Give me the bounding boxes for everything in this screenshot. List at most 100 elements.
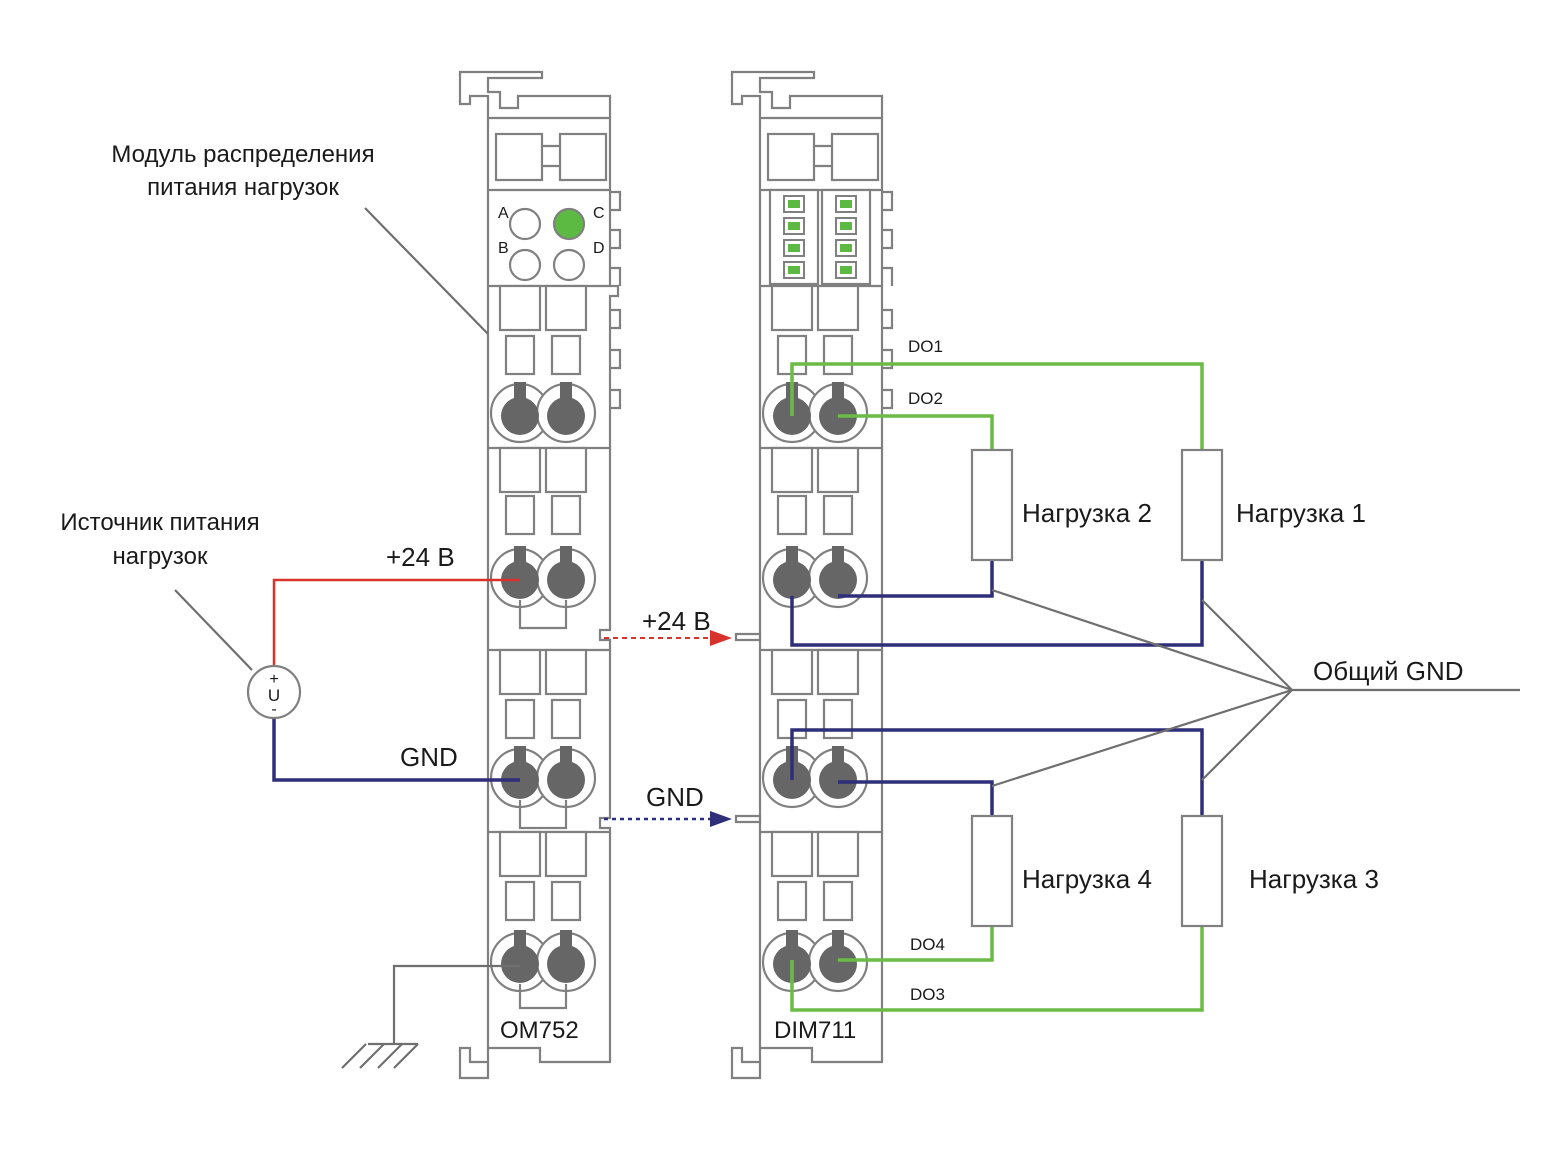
om752-s1-window-left	[504, 334, 536, 376]
common-gnd-leg-3	[991, 688, 1293, 788]
led-label-d: D	[593, 240, 605, 257]
om752-s2-release-left	[498, 446, 542, 494]
dim711-s3-release-left	[770, 648, 814, 696]
om752-top-block-left	[494, 132, 544, 182]
dim711-s2-release-left	[770, 446, 814, 494]
dim711-side-tab-3	[882, 266, 894, 286]
om752-s4-release-left	[498, 830, 542, 878]
label-do2: DO2	[908, 389, 943, 408]
common-gnd-leg-2	[1201, 599, 1293, 691]
om752-s4-lever-left	[514, 930, 526, 948]
dim711-led-7-on	[840, 244, 852, 252]
module-callout-leader	[364, 207, 489, 335]
output-wiring: DO1 DO2 DO4 DO3	[790, 337, 1204, 1012]
load-1-resistor-icon	[1180, 448, 1224, 562]
om752-s3-window-right	[550, 698, 582, 740]
common-gnd-leg-4	[1201, 689, 1293, 781]
om752-s4-terminal-right[interactable]	[547, 945, 585, 983]
om752-led-b	[508, 248, 542, 282]
label-gnd-left: GND	[400, 742, 458, 772]
arrow-gnd-head-icon	[710, 811, 732, 827]
wire-load1-gnd	[790, 560, 1204, 647]
dim711-s1-window-right	[822, 334, 854, 376]
label-common-gnd: Общий GND	[1313, 656, 1464, 686]
source-symbol: U	[268, 686, 280, 705]
dim711-outline	[730, 70, 884, 1080]
dim711-top-block-left	[766, 132, 816, 182]
dim711-s2-terminal-right[interactable]	[819, 561, 857, 599]
dim711-s4-lever-right	[832, 930, 844, 948]
om752-s2-window-left	[504, 494, 536, 536]
om752-led-a	[508, 207, 542, 241]
label-load-3: Нагрузка 3	[1249, 864, 1379, 894]
dim711-led-1-on	[788, 200, 800, 208]
dim711-led-6-on	[840, 222, 852, 230]
dim711-led-2-on	[788, 222, 800, 230]
earth-hatch-4	[393, 1043, 419, 1069]
dim711-s4-window-left	[776, 880, 808, 922]
earth-icon	[341, 1043, 419, 1069]
om752-s4-lever-right	[560, 930, 572, 948]
source-callout: Источник питания нагрузок	[60, 509, 260, 671]
module-dim711: DIM711	[730, 70, 894, 1080]
load-4-resistor-icon	[970, 814, 1014, 928]
dim711-led-4-on	[788, 266, 800, 274]
dim711-led-indicators	[783, 195, 857, 279]
dim711-s4-release-left	[770, 830, 814, 878]
dim711-side-tab-2	[882, 228, 894, 250]
dim711-s4-lever-left	[786, 930, 798, 948]
om752-s1-terminal-left[interactable]	[501, 397, 539, 435]
label-do4: DO4	[910, 935, 945, 954]
dim711-contact-gnd	[734, 814, 762, 824]
module-name-dim711: DIM711	[774, 1017, 856, 1044]
source-plus-sign: +	[269, 671, 278, 688]
wire-do3	[790, 926, 1204, 1012]
wire-load3-gnd	[790, 728, 1204, 816]
dim711-s4-terminal-right[interactable]	[819, 945, 857, 983]
dim711-s2-terminal-left[interactable]	[773, 561, 811, 599]
om752-s1-lever-right	[560, 382, 572, 400]
om752-s3-bridge	[518, 800, 568, 830]
om752-s2-release-right	[544, 446, 588, 494]
bus-arrows: +24 В GND	[604, 606, 732, 827]
source-callout-line-2: нагрузок	[112, 543, 208, 570]
dim711-s3-lever-right	[832, 746, 844, 764]
om752-s1-terminal-right[interactable]	[547, 397, 585, 435]
om752-side-tab-4	[610, 308, 622, 330]
om752-s3-window-left	[504, 698, 536, 740]
dim711-s2-lever-right	[832, 546, 844, 564]
om752-s4-window-right	[550, 880, 582, 922]
om752-s1-release-right	[544, 284, 588, 332]
wire-do4	[838, 926, 994, 962]
wire-do2	[838, 414, 994, 450]
label-load-1: Нагрузка 1	[1236, 498, 1366, 528]
om752-side-tab-5	[610, 348, 622, 370]
earth-hatch-3	[377, 1043, 403, 1069]
label-plus24-left: +24 В	[386, 542, 455, 572]
dim711-s4-release-right	[816, 830, 860, 878]
dim711-s4-window-right	[822, 880, 854, 922]
om752-s2-terminal-right[interactable]	[547, 561, 585, 599]
module-name-om752: OM752	[500, 1017, 579, 1044]
loads: Нагрузка 2 Нагрузка 1 Нагрузка 4 Нагрузк…	[970, 448, 1379, 928]
om752-s3-release-left	[498, 648, 542, 696]
om752-s3-terminal-right[interactable]	[547, 761, 585, 799]
earth-wire	[392, 964, 520, 1044]
om752-s4-release-right	[544, 830, 588, 878]
wire-load4-gnd	[838, 780, 994, 816]
om752-s1-lever-left	[514, 382, 526, 400]
dim711-led-3-on	[788, 244, 800, 252]
wire-load2-gnd	[838, 560, 994, 598]
dim711-s3-terminal-right[interactable]	[819, 761, 857, 799]
om752-s1-window-right	[550, 334, 582, 376]
om752-s2-window-right	[550, 494, 582, 536]
om752-outline	[458, 70, 620, 1080]
om752-s2-lever-right	[560, 546, 572, 564]
dim711-s1-release-left	[770, 284, 814, 332]
dim711-side-tab-4	[882, 308, 894, 330]
dim711-s3-release-right	[816, 648, 860, 696]
module-om752: A C B D	[458, 70, 622, 1080]
om752-s2-bridge	[518, 600, 568, 630]
source-callout-line-1: Источник питания	[60, 509, 259, 536]
om752-s4-terminal-left[interactable]	[501, 945, 539, 983]
